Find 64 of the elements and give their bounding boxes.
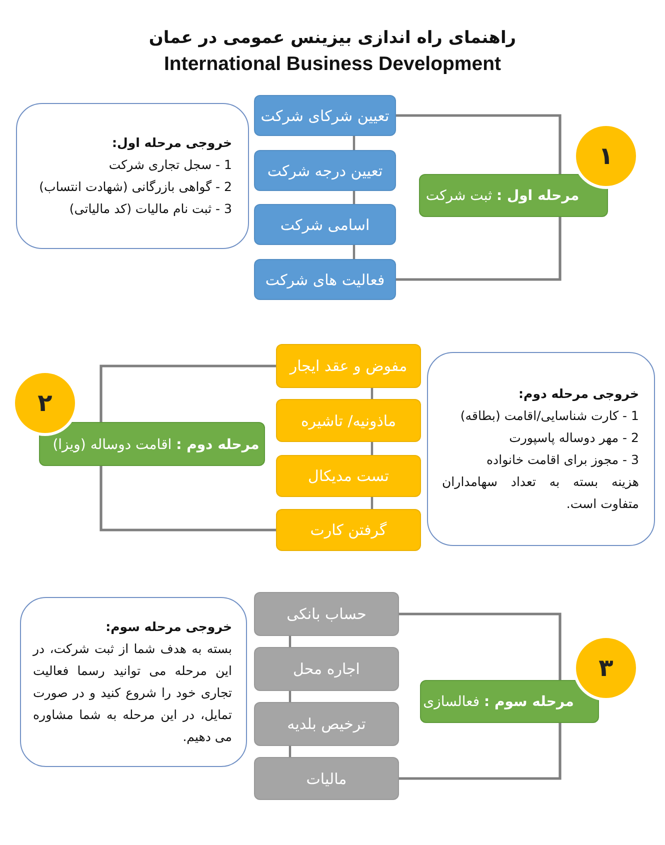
stage-title: مرحله اول : ثبت شرکت	[426, 187, 580, 206]
list-item: 1 - سجل تجاری شرکت	[108, 156, 232, 174]
subtitle: International Business Development	[163, 53, 502, 76]
connector-line	[399, 723, 562, 780]
step-label: اسامی شرکت	[280, 216, 370, 234]
step-box	[254, 647, 399, 691]
step-box	[276, 455, 421, 497]
card-heading: خروجی مرحله سوم:	[104, 618, 232, 636]
title: راهنمای راه اندازی بیزینس عمومی در عمان	[148, 28, 518, 48]
note-paragraph: هزینه بسته به تعداد سهامداران متفاوت است.	[442, 473, 639, 513]
note-paragraph: بسته به هدف شما از ثبت شرکت، در این مرحله می توانید رسما فعالیت تجاری خود را شروع کنید و در صورت تمایل، در این مرحله به شما مشاوره می دهیم.	[33, 640, 232, 746]
connector-line	[396, 114, 562, 174]
step-box	[276, 344, 421, 388]
connector-line	[352, 136, 356, 150]
connector-line	[370, 388, 374, 399]
connector-line	[352, 191, 356, 204]
connector-line	[370, 497, 374, 509]
step-box	[276, 509, 421, 551]
step-label: ترخیص بلدیه	[287, 715, 366, 733]
stage-box	[39, 422, 265, 466]
connector-line	[100, 466, 276, 532]
step-label: مالیات	[306, 770, 347, 788]
step-box	[254, 259, 396, 300]
step-label: ماذونیه/ تاشیره	[300, 412, 396, 430]
connector-line	[370, 442, 374, 455]
card-heading: خروجی مرحله دوم:	[518, 385, 639, 403]
step-box	[254, 702, 399, 746]
card-heading: خروجی مرحله اول:	[110, 134, 232, 152]
connector-line	[288, 636, 292, 647]
list-item: 3 - ثبت نام مالیات (کد مالیاتی)	[68, 200, 232, 218]
connector-line	[399, 612, 562, 680]
step-box	[254, 757, 399, 800]
connector-line	[396, 217, 562, 281]
stage-title: مرحله سوم : فعالسازی	[423, 693, 574, 712]
connector-line	[352, 245, 356, 259]
list-item: 2 - مهر دوساله پاسپورت	[508, 429, 639, 447]
step-box	[276, 399, 421, 442]
note-card	[20, 597, 247, 767]
step-label: تعیین شرکای شرکت	[260, 106, 390, 124]
connector-line	[288, 691, 292, 702]
note-card	[427, 352, 655, 546]
step-label: فعالیت های شرکت	[265, 270, 385, 288]
list-item: 3 - مجوز برای اقامت خانواده	[485, 451, 639, 469]
step-label: تست مدیکال	[308, 467, 389, 485]
step-label: تعیین درجه شرکت	[267, 162, 383, 180]
connector-line	[100, 364, 276, 422]
step-box	[254, 95, 396, 136]
step-label: اجاره محل	[293, 660, 360, 678]
stage-title: مرحله دوم : اقامت دوساله (ویزا)	[52, 436, 260, 455]
step-label: مفوض و عقد ایجار	[290, 357, 408, 375]
note-card	[16, 103, 249, 249]
step-number: ۳	[598, 656, 614, 680]
stage-box	[420, 680, 599, 723]
step-label: حساب بانکی	[286, 605, 366, 623]
connector-line	[288, 746, 292, 757]
step-box	[254, 204, 396, 245]
step-label: گرفتن کارت	[310, 521, 387, 539]
stage-box	[419, 174, 608, 217]
list-item: 1 - کارت شناسایی/اقامت (بطاقه)	[459, 407, 639, 425]
step-number: ۲	[38, 391, 52, 415]
step-box	[254, 592, 399, 636]
list-item: 2 - گواهی بازرگانی (شهادت انتساب)	[38, 178, 232, 196]
step-box	[254, 150, 396, 191]
step-number: ۱	[598, 144, 614, 168]
